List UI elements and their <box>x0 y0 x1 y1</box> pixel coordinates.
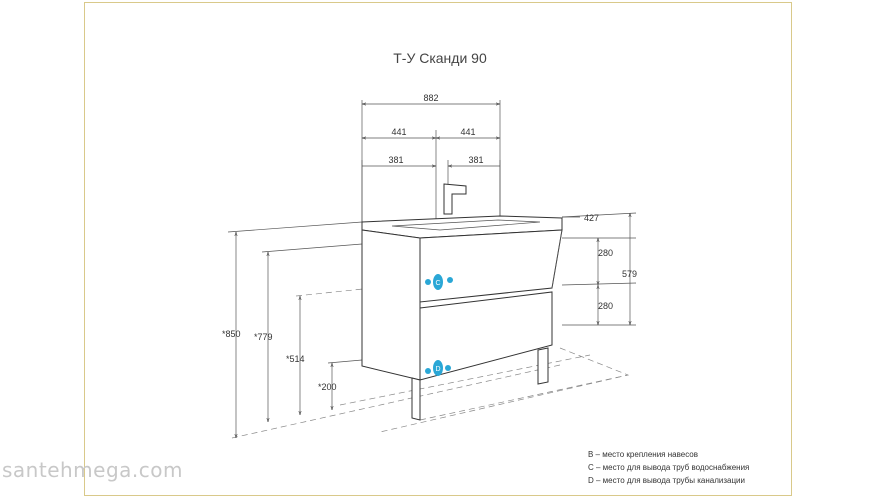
vanity-cabinet <box>361 183 563 421</box>
dim-height-579: 579 <box>622 269 637 279</box>
marker-b-dot-left <box>425 279 431 285</box>
right-dimensions <box>562 213 630 325</box>
legend-c: C – место для вывода труб водоснабжения <box>588 463 750 472</box>
legend-d: D – место для вывода трубы канализации <box>588 476 745 485</box>
extension-lines <box>227 100 637 364</box>
marker-b-dot-lower-right <box>445 365 451 371</box>
marker-d <box>433 360 443 376</box>
watermark: santehmega.com <box>2 458 183 482</box>
dim-height-280-bottom: 280 <box>598 301 613 311</box>
drawing-title: Т-У Сканди 90 <box>393 50 487 66</box>
dim-height-779: *779 <box>254 332 273 342</box>
drawing-frame <box>84 2 792 496</box>
dim-width-882: 882 <box>423 93 438 103</box>
marker-c <box>433 274 443 290</box>
marker-b-dot-lower-left <box>425 368 431 374</box>
dim-height-280-top: 280 <box>598 248 613 258</box>
left-dimensions <box>236 232 332 438</box>
dim-width-441-right: 441 <box>460 127 475 137</box>
width-dimensions <box>362 104 500 190</box>
dim-height-200: *200 <box>318 382 337 392</box>
legend-b: B – место крепления навесов <box>588 450 698 459</box>
marker-c-label: C <box>435 280 440 287</box>
marker-d-label: D <box>435 366 440 373</box>
dim-width-381-left: 381 <box>388 155 403 165</box>
marker-b-dot-right <box>447 277 453 283</box>
dim-width-381-right: 381 <box>468 155 483 165</box>
legend: B – место крепления навесов C – место дл… <box>588 448 749 487</box>
dim-height-514: *514 <box>286 354 305 364</box>
dim-depth-427: 427 <box>584 213 599 223</box>
dim-height-850: *850 <box>222 329 241 339</box>
marker-c-group: C <box>425 274 453 290</box>
marker-d-group: D <box>425 360 451 376</box>
dim-width-441-left: 441 <box>391 127 406 137</box>
